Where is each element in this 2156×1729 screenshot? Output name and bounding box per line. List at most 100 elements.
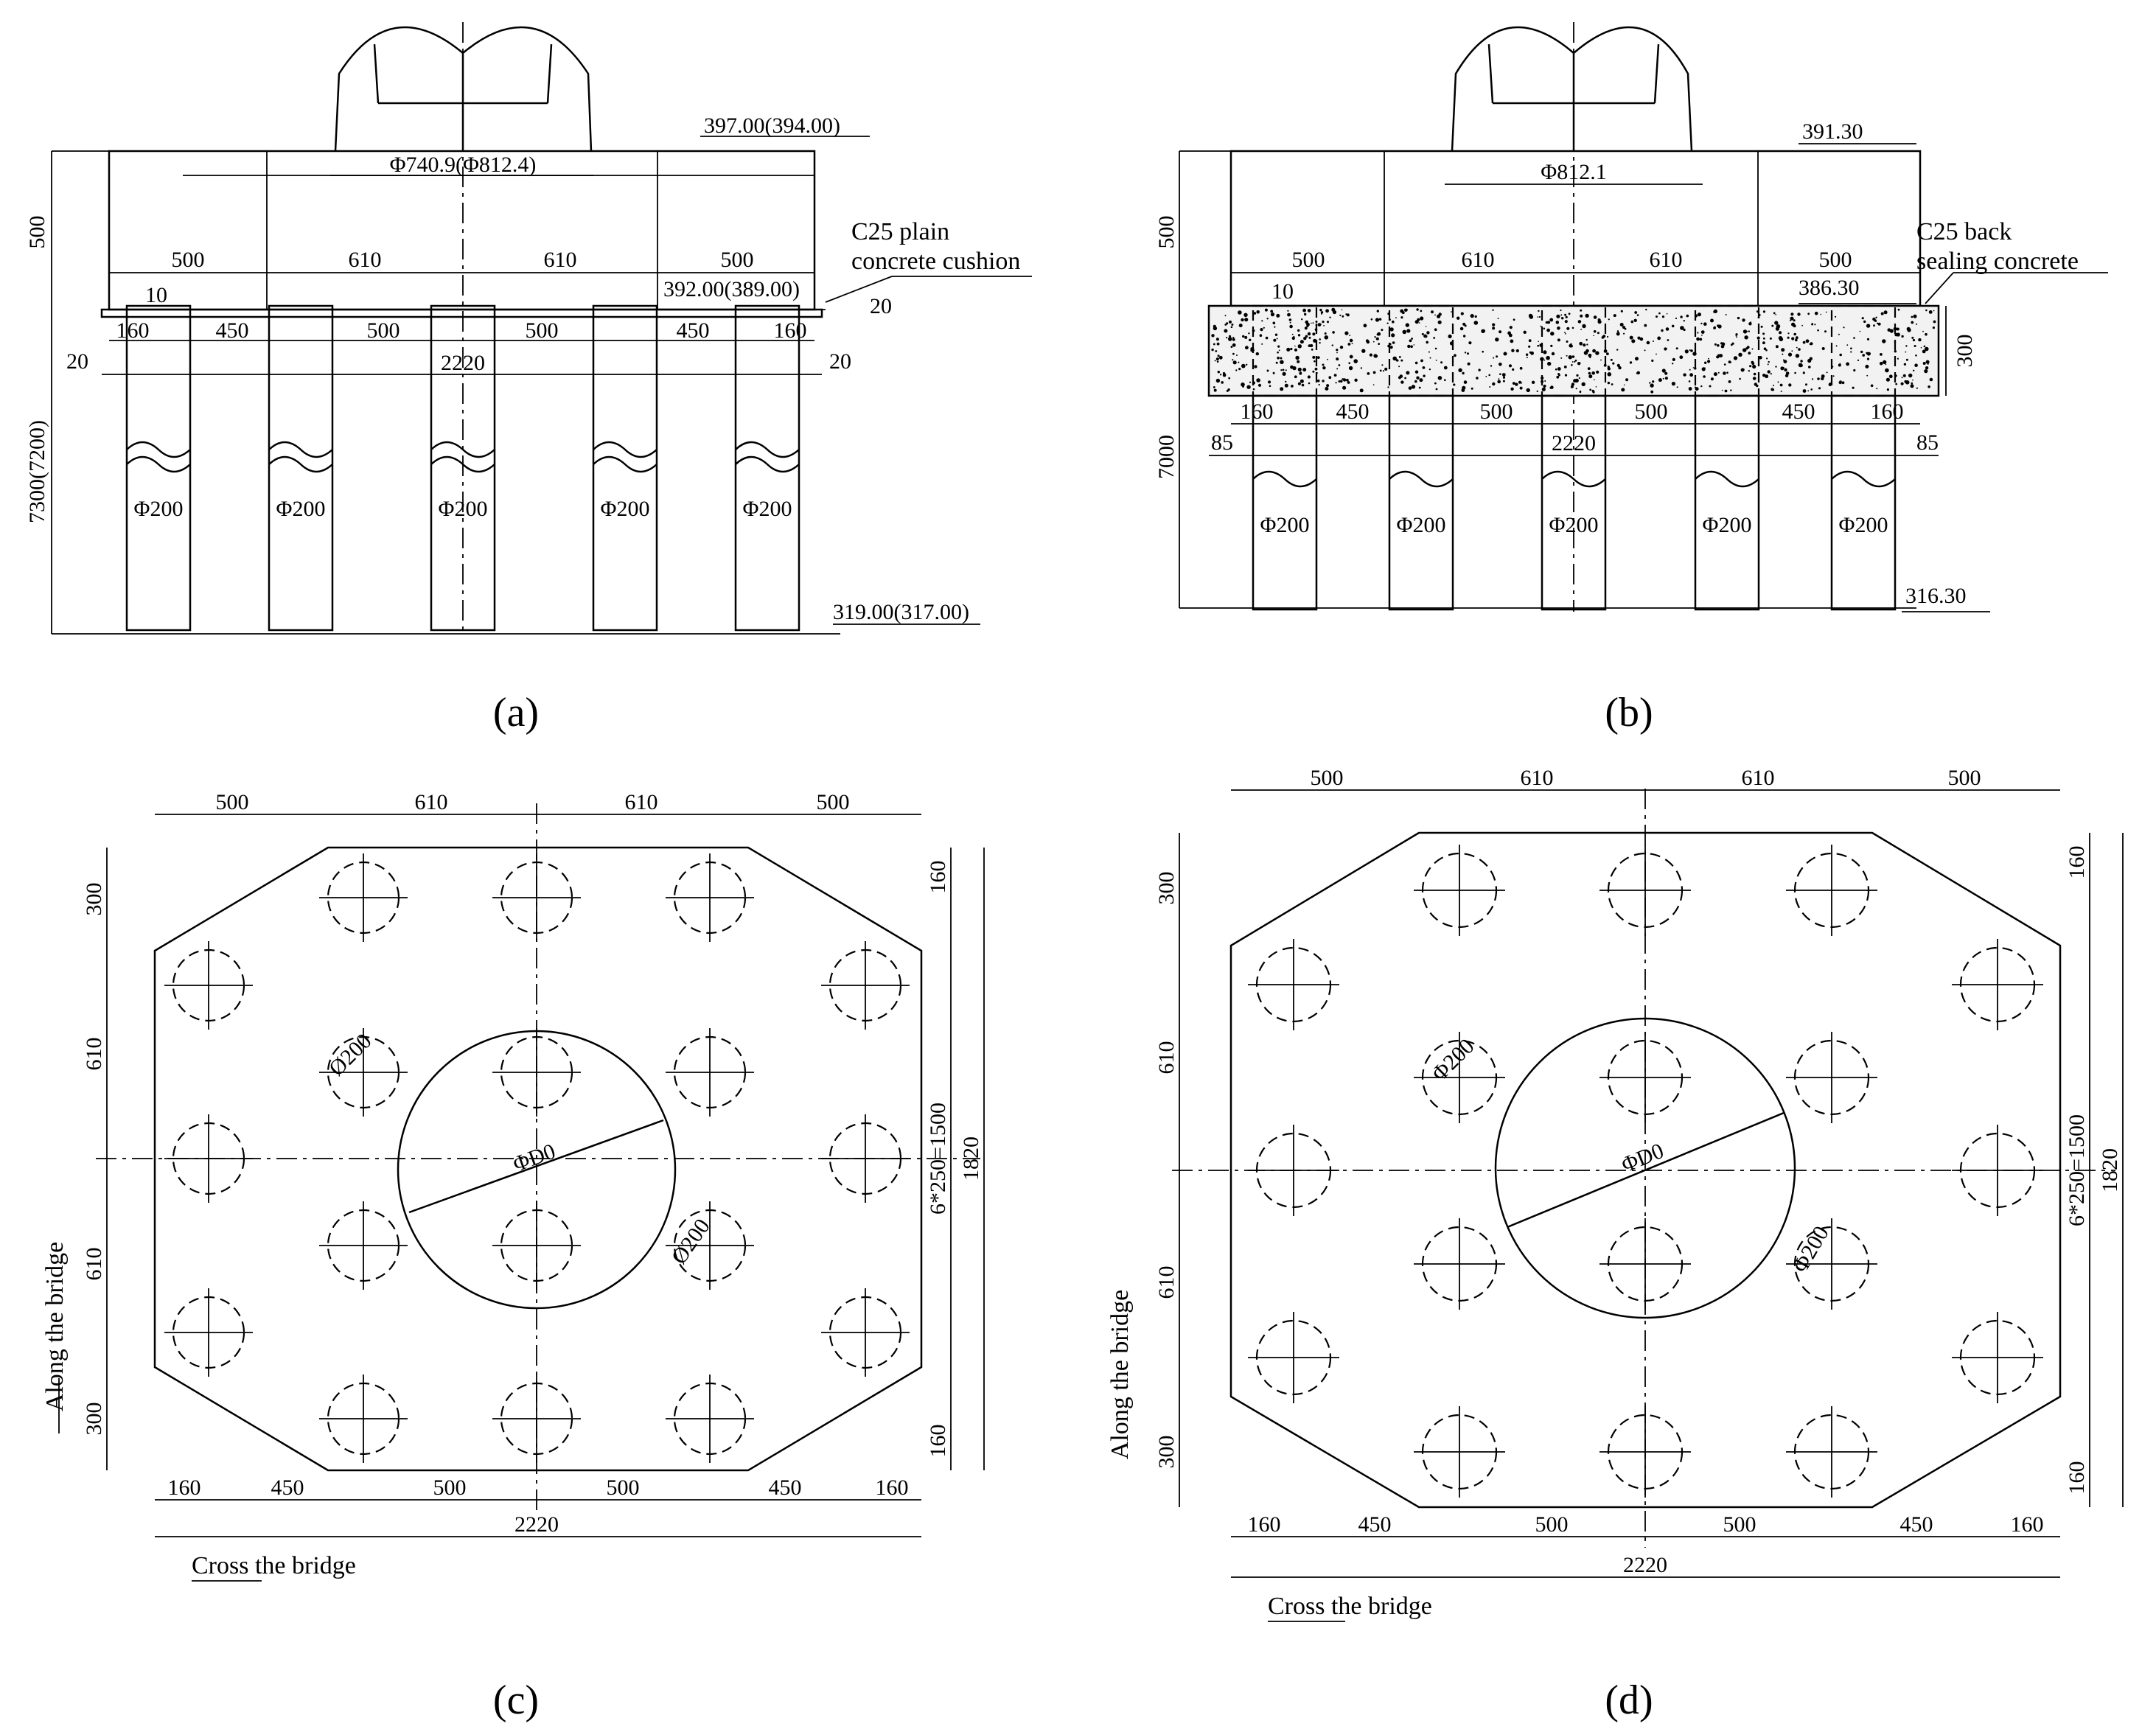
pile-17	[492, 1375, 581, 1463]
pile-length-a: 7300(7200)	[25, 420, 49, 523]
panel-d-plan: 500 610 610 500 300 610 610 300 160 160 …	[1106, 766, 2124, 1723]
bottom-dim-c1: 160	[168, 1475, 201, 1500]
pile-10	[1952, 1125, 2043, 1216]
height-total-d: 1820	[2098, 1148, 2122, 1192]
sealing-speckle	[1211, 304, 1936, 397]
bottom-dim-d1: 160	[1248, 1512, 1281, 1537]
pile-grid-d	[1248, 845, 2043, 1498]
spacing-b5: 450	[1782, 399, 1815, 424]
elev-top-a: 397.00(394.00)	[704, 113, 840, 138]
top-dim-d3: 610	[1742, 766, 1775, 790]
top-dim-c4: 500	[817, 790, 850, 814]
pile-grid-c	[164, 853, 910, 1463]
pile-14	[1248, 1312, 1339, 1403]
note-b-line2: sealing concrete	[1916, 248, 2079, 275]
panel-b-elevation: 500 7000 300 500 610 610 500 Φ812.1 391.…	[1154, 22, 2108, 736]
bottom-dim-d4: 500	[1723, 1512, 1756, 1537]
pile-label-b5: Φ200	[1839, 513, 1888, 537]
cushion-a	[100, 308, 823, 318]
pile-1	[1414, 845, 1505, 936]
caption-b: (b)	[1605, 690, 1653, 736]
pile-label-a4: Φ200	[601, 497, 650, 521]
bottom-dim-d6: 160	[2011, 1512, 2044, 1537]
total-c: 2220	[514, 1512, 559, 1537]
pile-13	[666, 1201, 754, 1290]
top-dim-b2: 610	[1462, 248, 1495, 272]
spacing-b4: 500	[1635, 399, 1668, 424]
top-dim-d4: 500	[1948, 766, 1981, 790]
pile-3	[1786, 845, 1877, 936]
along-label-d: Along the bridge	[1106, 1290, 1134, 1459]
total-d: 2220	[1623, 1553, 1667, 1577]
small-20-a1: 20	[870, 294, 892, 318]
elev-bot-a: 319.00(317.00)	[833, 600, 969, 624]
pile-17	[1599, 1406, 1691, 1498]
pile-11	[319, 1201, 408, 1290]
small-10-b: 10	[1271, 279, 1294, 304]
pile-1	[319, 853, 408, 942]
pile-length-b: 7000	[1154, 435, 1179, 479]
pile-15	[821, 1288, 910, 1377]
height-dim-b: 500	[1154, 216, 1179, 249]
pier-top-b	[1451, 26, 1693, 152]
pile-label-a2: Φ200	[276, 497, 326, 521]
rows-dim-c: 6*250=1500	[926, 1103, 950, 1215]
spacing-a5: 450	[677, 318, 710, 343]
top-dim-b4: 500	[1819, 248, 1852, 272]
small-85-b1: 85	[1211, 430, 1233, 455]
right-dim-d1: 160	[2065, 846, 2089, 879]
rows-dim-d: 6*250=1500	[2065, 1114, 2089, 1226]
pile-label-b3: Φ200	[1549, 513, 1599, 537]
pile-3	[666, 853, 754, 942]
note-a-line1: C25 plain	[851, 218, 949, 245]
pile-4	[1248, 939, 1339, 1030]
pile-8	[1786, 1032, 1877, 1123]
pile-2	[492, 853, 581, 942]
left-dim-c2: 610	[82, 1038, 106, 1071]
pile-label-a1: Φ200	[134, 497, 184, 521]
total-a: 2220	[441, 351, 485, 375]
note-a-line2: concrete cushion	[851, 248, 1020, 275]
piles-b	[1252, 394, 1897, 611]
spacing-a6: 160	[774, 318, 807, 343]
panel-a-elevation: 500 7300(7200) 500 610 610 500 Φ740.9(Φ8…	[25, 22, 1032, 736]
bottom-dim-c2: 450	[271, 1475, 304, 1500]
pile-6	[1414, 1032, 1505, 1123]
spacing-b6: 160	[1871, 399, 1904, 424]
pile-4	[164, 941, 253, 1030]
small-20-a3: 20	[829, 349, 851, 374]
spacing-a2: 450	[216, 318, 249, 343]
bottom-dim-d2: 450	[1358, 1512, 1392, 1537]
pile-18	[666, 1375, 754, 1463]
caption-c: (c)	[493, 1677, 539, 1723]
pile-5	[1952, 939, 2043, 1030]
seal-thickness-b: 300	[1953, 335, 1977, 368]
bottom-dim-d3: 500	[1535, 1512, 1569, 1537]
cap-outline-d	[1229, 831, 2062, 1509]
pile-label-a5: Φ200	[743, 497, 792, 521]
pile-11	[1414, 1218, 1505, 1310]
pile-7	[1599, 1032, 1691, 1123]
left-dim-c3: 610	[82, 1248, 106, 1281]
top-dim-a3: 610	[544, 248, 577, 272]
pile-10	[821, 1114, 910, 1203]
top-dim-a2: 610	[349, 248, 382, 272]
note-b-line1: C25 back	[1916, 218, 2012, 245]
bottom-dim-c5: 450	[769, 1475, 802, 1500]
elev-mid-b: 386.30	[1799, 276, 1860, 300]
top-dim-c1: 500	[216, 790, 249, 814]
panel-c-plan: 500 610 610 500 300 610 610 300 160 160 …	[41, 790, 985, 1723]
top-dim-c2: 610	[415, 790, 448, 814]
top-dim-d1: 500	[1311, 766, 1344, 790]
pier-diameter-b: Φ812.1	[1541, 160, 1606, 184]
pile-label-b4: Φ200	[1703, 513, 1752, 537]
pile-12	[1599, 1218, 1691, 1310]
top-dim-b3: 610	[1650, 248, 1683, 272]
height-dim-a: 500	[25, 216, 49, 249]
pile-18	[1786, 1406, 1877, 1498]
bottom-dim-d5: 450	[1900, 1512, 1933, 1537]
left-dim-c1: 300	[82, 883, 106, 916]
right-dim-c1: 160	[926, 861, 950, 894]
pile-12	[492, 1201, 581, 1290]
